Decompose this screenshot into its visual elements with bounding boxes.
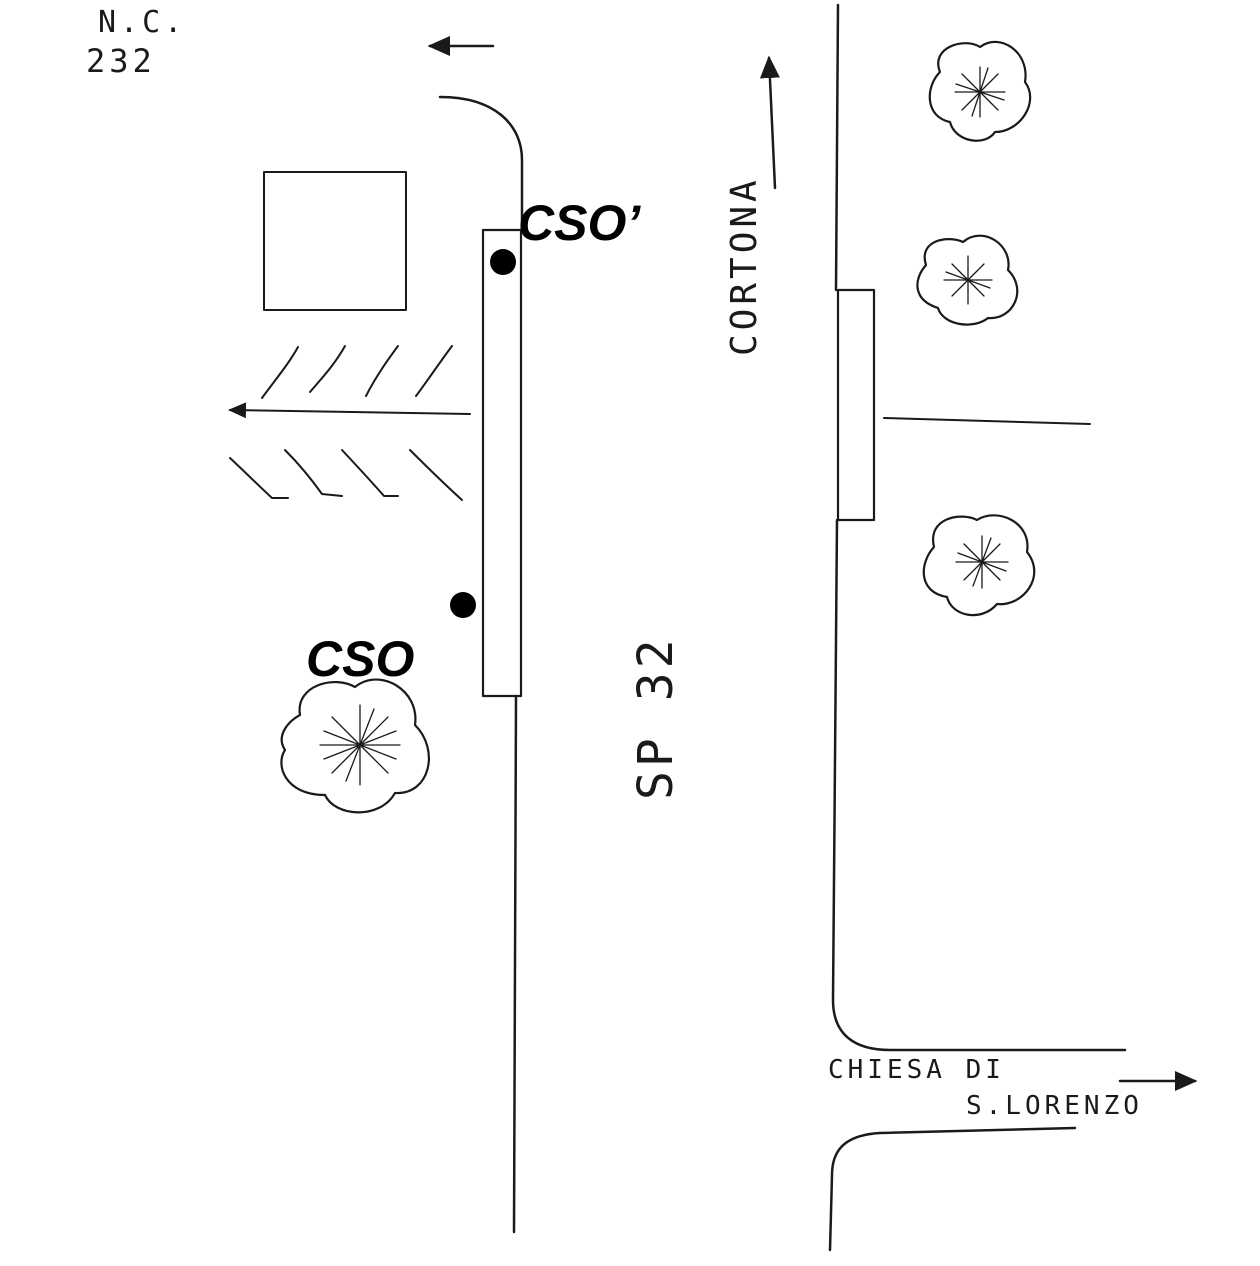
east-access-path [883, 417, 1091, 425]
side-road-lower-edge [828, 1126, 1077, 1252]
cso-bottom-marker-dot-icon [450, 592, 476, 618]
cso-top-marker-dot-icon [490, 249, 516, 275]
church-label-line2: S.LORENZO [966, 1091, 1143, 1121]
cso-bottom-label: CSO [306, 631, 414, 687]
house-number-label: N.C. [98, 5, 186, 40]
arrow-icon [759, 55, 780, 190]
tree-icon [280, 678, 430, 814]
tree-icon [916, 234, 1019, 326]
tree-icon [928, 40, 1032, 142]
church-label-line1: CHIESA DI [828, 1055, 1005, 1085]
building-icon [263, 171, 407, 311]
west-sidewalk-strip [481, 228, 523, 698]
east-sidewalk-strip [836, 288, 876, 522]
west-road-edge [438, 95, 524, 1234]
direction-cortona-label: CORTONA [724, 176, 765, 356]
road-name-label: SP 32 [628, 636, 684, 801]
cso-top-label: CSO’ [518, 195, 641, 251]
east-road-edge [831, 3, 1127, 1052]
house-number-value: 232 [86, 42, 156, 80]
west-access-path [228, 345, 471, 501]
tree-icon [922, 514, 1036, 617]
